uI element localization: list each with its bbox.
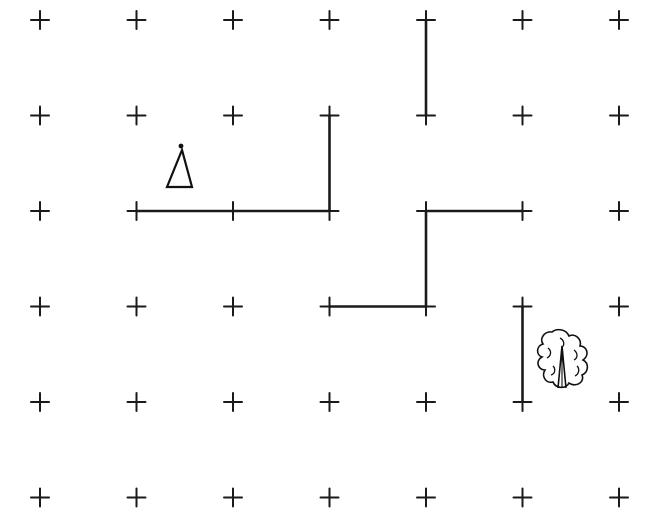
- grid-cross: [514, 11, 532, 29]
- grid-cross: [31, 202, 49, 220]
- grid-cross: [128, 393, 146, 411]
- grid-cross: [31, 489, 49, 507]
- maze-walls: [137, 20, 523, 402]
- grid-cross: [31, 298, 49, 316]
- grid-cross: [128, 107, 146, 125]
- grid-crosses: [31, 11, 628, 507]
- grid-cross: [610, 202, 628, 220]
- grid-cross: [610, 393, 628, 411]
- grid-cross: [610, 298, 628, 316]
- grid-cross: [224, 489, 242, 507]
- grid-cross: [514, 107, 532, 125]
- grid-cross: [610, 11, 628, 29]
- grid-cross: [224, 107, 242, 125]
- grid-cross: [31, 107, 49, 125]
- tree-icon: [538, 330, 588, 388]
- grid-cross: [610, 489, 628, 507]
- grid-cross: [321, 11, 339, 29]
- grid-cross: [31, 11, 49, 29]
- grid-cross: [224, 393, 242, 411]
- grid-cross: [128, 489, 146, 507]
- grid-cross: [224, 298, 242, 316]
- grid-cross: [224, 11, 242, 29]
- grid-cross: [31, 393, 49, 411]
- grid-cross: [417, 489, 435, 507]
- grid-cross: [610, 107, 628, 125]
- cone-icon: [167, 144, 192, 187]
- grid-cross: [417, 393, 435, 411]
- grid-cross: [514, 489, 532, 507]
- grid-cross: [321, 489, 339, 507]
- grid-cross: [321, 393, 339, 411]
- grid-cross: [128, 298, 146, 316]
- grid-cross: [128, 11, 146, 29]
